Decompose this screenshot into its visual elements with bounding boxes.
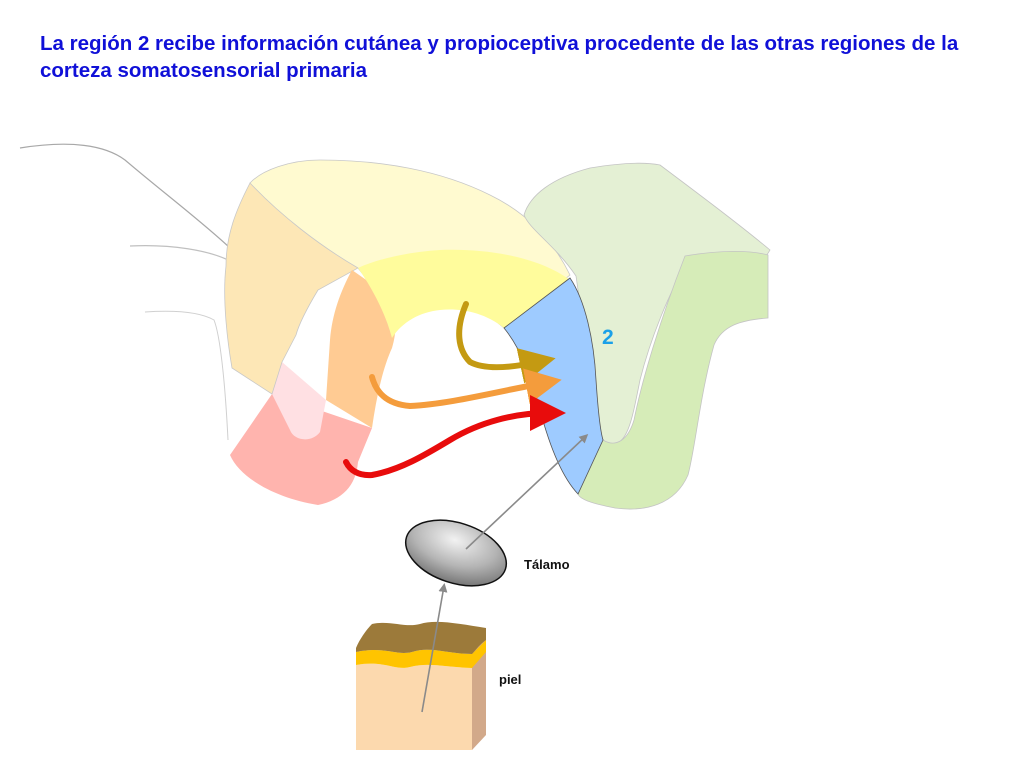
skin-projection-arrow — [421, 583, 448, 713]
thalamus-label: Tálamo — [524, 557, 570, 572]
region-2-label: 2 — [602, 326, 614, 349]
arrow-region-1-to-2 — [456, 301, 556, 384]
skin-body — [356, 663, 472, 750]
cortex-outline-inner — [144, 310, 229, 441]
skin-label: piel — [499, 672, 521, 687]
thalamus-projection-arrow — [465, 433, 589, 550]
skin-fat-layer — [356, 640, 486, 668]
motor-cortex-front — [577, 250, 769, 510]
slide-title: La región 2 recibe información cutánea y… — [40, 32, 959, 82]
region-3a-pink — [230, 394, 372, 505]
cortex-outline-lower — [129, 245, 233, 263]
thalamus — [404, 519, 508, 587]
region-1-deep — [358, 249, 570, 338]
arrow-region-3b-to-2 — [369, 368, 562, 410]
skin-epidermis — [356, 621, 486, 654]
region-3a-light-pink — [272, 362, 326, 440]
region-3b-wall — [224, 182, 359, 395]
arrow-region-3a-to-2 — [343, 395, 566, 479]
cortex-outline-upper — [19, 143, 231, 249]
